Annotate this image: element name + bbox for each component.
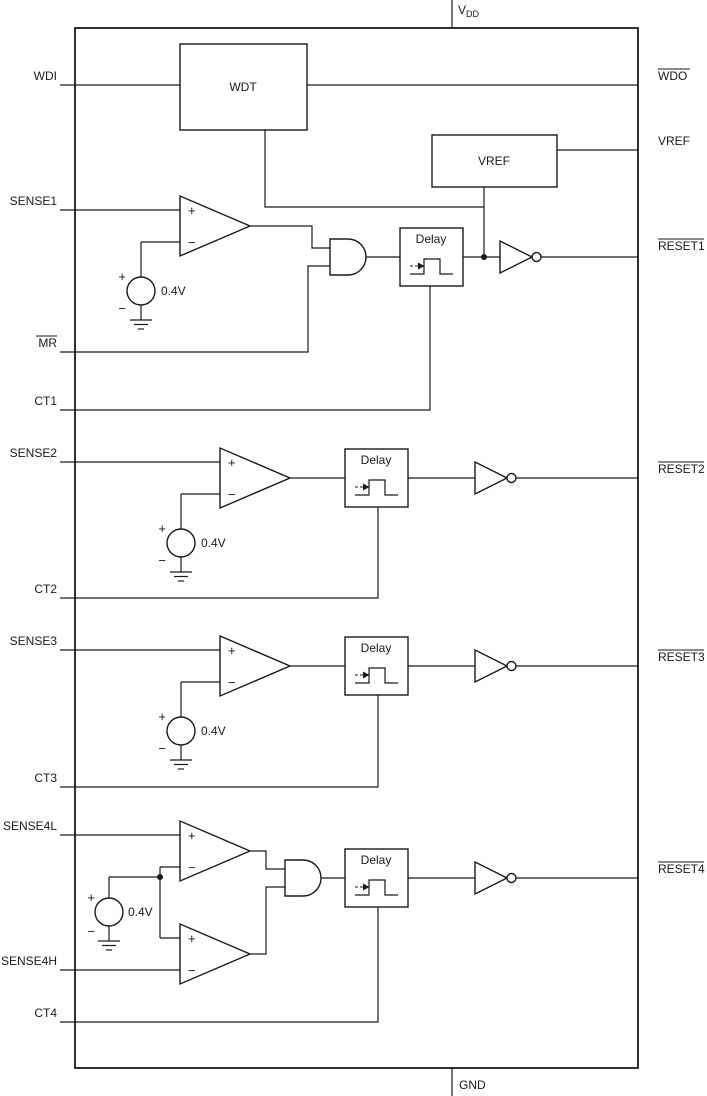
ground-symbol-4	[97, 940, 121, 951]
pin-label-reset1: RESET1	[658, 239, 705, 253]
pin-label-reset3: RESET3	[658, 650, 705, 664]
pin-label-reset2: RESET2	[658, 462, 705, 476]
source-3-value: 0.4V	[201, 724, 226, 738]
pin-label-sense4l: SENSE4L	[3, 819, 57, 833]
and-gate-1	[329, 238, 367, 276]
comparator-4a-minus: −	[188, 860, 196, 875]
junction-dot-reset1	[481, 254, 487, 260]
pin-label-ct3: CT3	[34, 771, 57, 785]
pin-label-ct4: CT4	[34, 1006, 57, 1020]
ground-symbol-1	[129, 319, 153, 330]
comp1-out-wire	[250, 225, 330, 249]
pin-label-gnd: GND	[459, 1078, 486, 1092]
inverter-1	[499, 240, 542, 274]
source-1-plus: +	[118, 269, 126, 284]
voltage-source-1: + − 0.4V	[118, 269, 186, 330]
ground-symbol-2	[169, 571, 193, 582]
pin-label-wdo: WDO	[658, 69, 687, 83]
source-4-minus: −	[87, 924, 95, 939]
pin-label-sense4h: SENSE4H	[1, 954, 57, 968]
pin-labels: VDD GND WDI SENSE1 MR CT1 SENSE2 CT2 SEN…	[1, 3, 705, 1092]
wdt-block: WDT	[179, 43, 308, 131]
ct2-wire	[60, 507, 379, 599]
pin-label-reset4: RESET4	[658, 862, 705, 876]
wdt-block-label: WDT	[229, 80, 257, 94]
comparator-3-minus: −	[228, 675, 236, 690]
delay-block-1-label: Delay	[416, 232, 447, 246]
mr-wire	[60, 265, 330, 353]
wdt-feedback-wire	[264, 130, 484, 208]
voltage-source-2: + − 0.4V	[158, 521, 226, 582]
pin-label-vdd: VDD	[458, 3, 480, 19]
comparator-1: + −	[179, 195, 251, 257]
comparator-2-minus: −	[228, 487, 236, 502]
source-1-minus: −	[118, 301, 126, 316]
comparator-4a-plus: +	[188, 828, 196, 843]
comparator-4a: + −	[179, 820, 251, 882]
vref-block: VREF	[431, 134, 558, 188]
delay-block-1: Delay	[399, 227, 464, 287]
comparator-3: + −	[219, 635, 291, 697]
vdd-base: V	[458, 3, 466, 17]
comparator-2-plus: +	[228, 455, 236, 470]
wires	[60, 0, 638, 1096]
comp4b-out-wire	[250, 886, 285, 955]
pin-label-sense3: SENSE3	[10, 634, 58, 648]
voltage-source-3: + − 0.4V	[158, 709, 226, 770]
delay-block-3-label: Delay	[361, 641, 392, 655]
inverter-3	[474, 649, 517, 683]
and-gate-4	[284, 859, 322, 897]
pin-label-ct2: CT2	[34, 582, 57, 596]
vref-block-label: VREF	[478, 154, 510, 168]
delay-block-2-label: Delay	[361, 453, 392, 467]
delay-block-3: Delay	[344, 636, 409, 696]
delay-block-4-label: Delay	[361, 853, 392, 867]
comparator-3-plus: +	[228, 643, 236, 658]
voltage-source-4: + − 0.4V	[87, 890, 153, 951]
source-4-plus: +	[87, 890, 95, 905]
source-1-value: 0.4V	[161, 284, 186, 298]
comparator-1-plus: +	[188, 203, 196, 218]
source-3-minus: −	[158, 741, 166, 756]
pin-label-ct1: CT1	[34, 394, 57, 408]
comparator-2: + −	[219, 447, 291, 509]
source-2-value: 0.4V	[201, 536, 226, 550]
source-3-plus: +	[158, 709, 166, 724]
pin-label-vref: VREF	[658, 134, 690, 148]
comparator-1-minus: −	[188, 235, 196, 250]
inverter-4	[474, 861, 517, 895]
pin-label-sense2: SENSE2	[10, 446, 58, 460]
source-4-value: 0.4V	[128, 905, 153, 919]
comparator-4b-minus: −	[188, 963, 196, 978]
source-2-plus: +	[158, 521, 166, 536]
comp4a-out-wire	[250, 850, 285, 870]
comparator-4b: + −	[179, 923, 251, 985]
pin-label-sense1: SENSE1	[10, 194, 58, 208]
ic-boundary	[74, 27, 639, 1069]
pin-label-mr: MR	[38, 336, 57, 350]
vdd-sub: DD	[466, 9, 479, 19]
junction-dot-source4	[157, 874, 163, 880]
pin-label-wdi: WDI	[34, 69, 57, 83]
ct3-wire	[60, 695, 379, 788]
delay-block-2: Delay	[344, 448, 409, 508]
ct1-wire	[60, 286, 431, 411]
source-2-minus: −	[158, 553, 166, 568]
inverter-2	[474, 461, 517, 495]
ct4-wire	[60, 907, 379, 1023]
ground-symbol-3	[169, 759, 193, 770]
comparator-4b-plus: +	[188, 931, 196, 946]
delay-block-4: Delay	[344, 848, 409, 908]
